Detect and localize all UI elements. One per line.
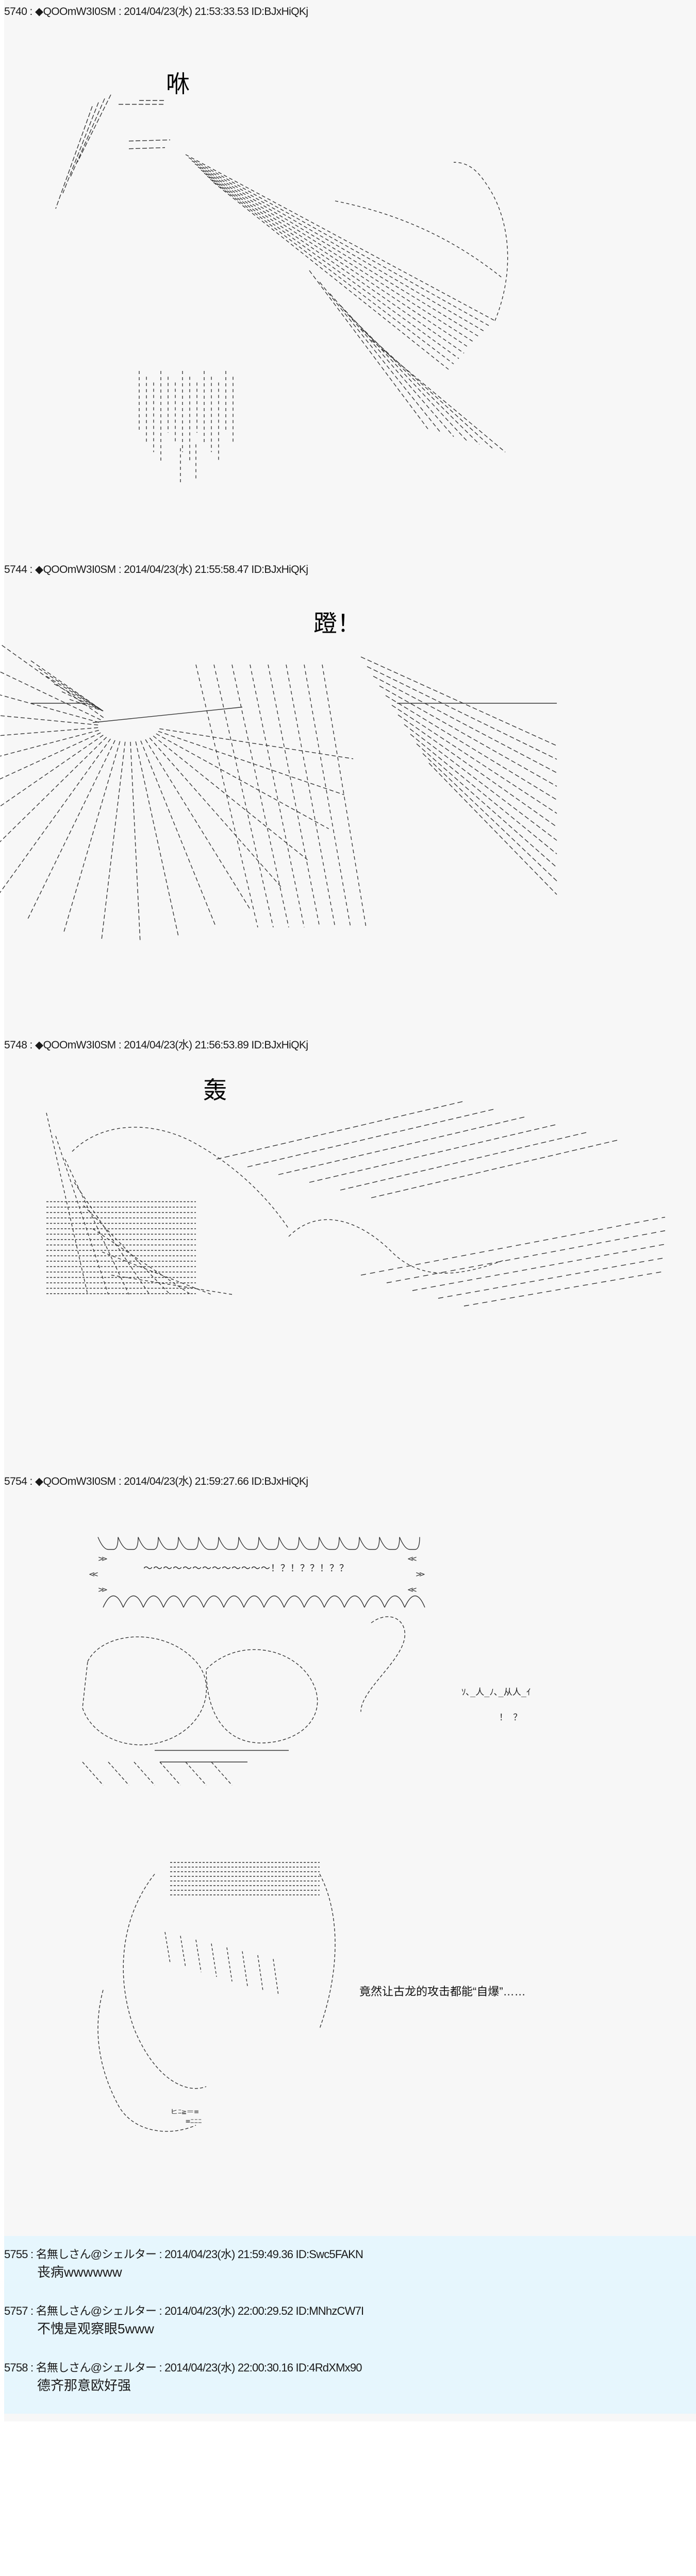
reply-header-5757: 5757 : 名無しさん@シェルター : 2014/04/23(水) 22:00… xyxy=(4,2304,364,2317)
shout-bubble-text: ｿ､_人_ﾉ､_从人_ｲ xyxy=(461,1687,531,1698)
reply-body: 丧病wwwwww xyxy=(37,2264,122,2280)
reply-header-5755: 5755 : 名無しさん@シェルター : 2014/04/23(水) 21:59… xyxy=(4,2248,363,2261)
sound-effect-text: 蹬！ xyxy=(313,610,361,637)
reply-body: 德齐那意欧好强 xyxy=(37,2378,131,2393)
post-header-5748: 5748 : ◆QOOmW3I0SM : 2014/04/23(水) 21:56… xyxy=(4,1039,308,1051)
reply-header-5758: 5758 : 名無しさん@シェルター : 2014/04/23(水) 22:00… xyxy=(4,2361,362,2374)
shout-bubble-mark: ！ ？ xyxy=(499,1713,522,1723)
post-header-5754: 5754 : ◆QOOmW3I0SM : 2014/04/23(水) 21:59… xyxy=(4,1476,308,1487)
sound-effect-text: 轰 xyxy=(203,1077,227,1104)
banner-text: ～～～～～～～～～～～～～！？！？？！？？ xyxy=(143,1563,349,1574)
post-header-5740: 5740 : ◆QOOmW3I0SM : 2014/04/23(水) 21:53… xyxy=(4,6,308,18)
thread-page xyxy=(4,0,696,2421)
narration-caption: 竟然让古龙的攻击都能“自爆”…… xyxy=(359,1985,526,1998)
post-header-5744: 5744 : ◆QOOmW3I0SM : 2014/04/23(水) 21:55… xyxy=(4,564,308,575)
reply-body: 不愧是观察眼5www xyxy=(37,2321,154,2336)
sound-effect-text: 咻 xyxy=(166,71,190,97)
reply-section: 5755 : 名無しさん@シェルター : 2014/04/23(水) 21:59… xyxy=(4,2236,696,2414)
